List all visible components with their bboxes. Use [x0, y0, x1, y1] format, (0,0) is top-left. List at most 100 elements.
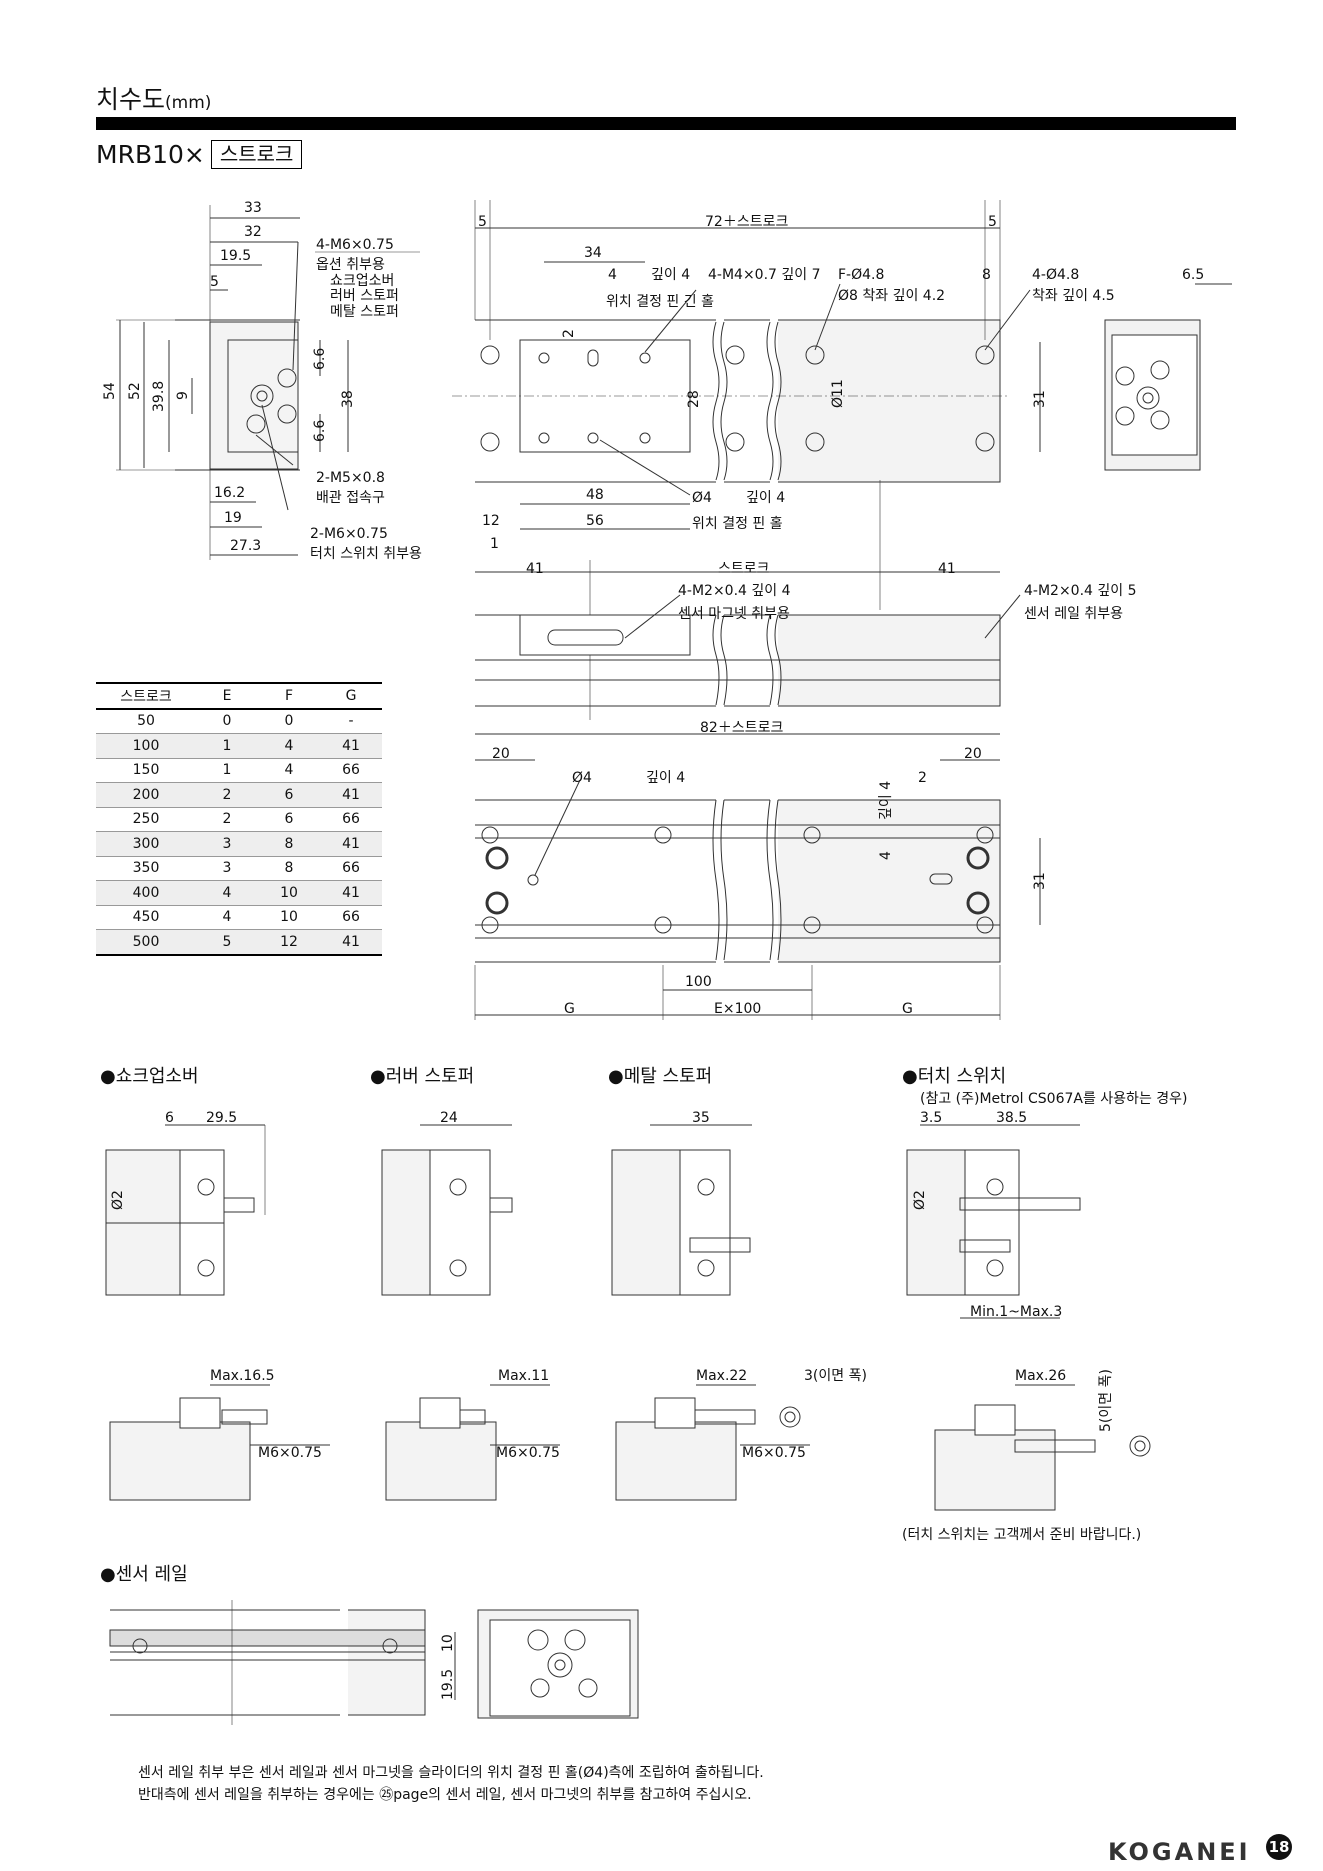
table-cell: 8: [258, 831, 320, 857]
svg-text:스트로크: 스트로크: [718, 561, 770, 577]
option-details: [105, 1124, 1081, 1319]
table-cell: 66: [320, 856, 382, 881]
svg-text:16.2: 16.2: [214, 485, 245, 501]
table-cell: 10: [258, 880, 320, 906]
svg-text:39.8: 39.8: [151, 381, 167, 412]
svg-text:29.5: 29.5: [206, 1110, 237, 1126]
svg-text:3.5: 3.5: [920, 1110, 942, 1126]
table-cell: 450: [96, 905, 196, 930]
svg-text:72＋스트로크: 72＋스트로크: [705, 214, 788, 230]
table-cell: 3: [196, 856, 258, 881]
svg-text:34: 34: [584, 245, 602, 261]
svg-text:M6×0.75: M6×0.75: [496, 1445, 560, 1461]
table-cell: 41: [320, 733, 382, 759]
svg-text:러버 스토퍼: 러버 스토퍼: [330, 288, 399, 304]
svg-text:깊이 4: 깊이 4: [651, 267, 690, 283]
svg-text:Max.26: Max.26: [1015, 1368, 1066, 1384]
svg-text:41: 41: [526, 561, 544, 577]
svg-text:27.3: 27.3: [230, 538, 261, 554]
svg-text:4-M4×0.7 깊이 7: 4-M4×0.7 깊이 7: [708, 267, 821, 283]
svg-text:1: 1: [490, 536, 499, 552]
svg-text:센서 마그넷 취부용: 센서 마그넷 취부용: [678, 606, 790, 622]
svg-text:Ø4: Ø4: [692, 490, 712, 506]
svg-text:깊이 4: 깊이 4: [878, 781, 894, 820]
option-title-metal: ●메탈 스토퍼: [608, 1066, 713, 1087]
svg-text:8: 8: [982, 267, 991, 283]
option-side-details: [109, 1384, 1151, 1511]
svg-text:위치 결정 핀 홀: 위치 결정 핀 홀: [692, 516, 783, 532]
table-cell: 500: [96, 929, 196, 956]
svg-text:Ø2: Ø2: [110, 1190, 126, 1210]
svg-text:M6×0.75: M6×0.75: [742, 1445, 806, 1461]
table-cell: 400: [96, 880, 196, 906]
svg-text:Ø2: Ø2: [912, 1190, 928, 1210]
table-cell: 4: [196, 880, 258, 906]
svg-text:G: G: [902, 1001, 913, 1017]
svg-text:54: 54: [102, 382, 118, 400]
svg-text:48: 48: [586, 487, 604, 503]
option-subtitle-touch: (참고 (주)Metrol CS067A를 사용하는 경우): [920, 1091, 1188, 1107]
svg-text:쇼크업소버: 쇼크업소버: [330, 273, 394, 289]
table-cell: 10: [258, 905, 320, 930]
svg-text:F-Ø4.8: F-Ø4.8: [838, 267, 884, 283]
svg-text:E×100: E×100: [714, 1001, 761, 1017]
side-view: [475, 594, 1021, 735]
svg-text:Ø4: Ø4: [572, 770, 592, 786]
bottom-view: [474, 759, 1041, 1020]
table-cell: 250: [96, 807, 196, 832]
svg-text:12: 12: [482, 513, 500, 529]
table-cell: 6: [258, 782, 320, 808]
svg-text:터치 스위치 취부용: 터치 스위치 취부용: [310, 546, 422, 562]
table-cell: 41: [320, 782, 382, 808]
svg-text:2: 2: [561, 329, 577, 338]
table-cell: 4: [258, 733, 320, 759]
svg-text:19: 19: [224, 510, 242, 526]
svg-text:4-M2×0.4 깊이 4: 4-M2×0.4 깊이 4: [678, 583, 791, 599]
touch-switch-note: (터치 스위치는 고객께서 준비 바랍니다.): [902, 1527, 1142, 1543]
table-cell: 12: [258, 929, 320, 956]
svg-text:20: 20: [492, 746, 510, 762]
table-cell: 1: [196, 733, 258, 759]
note-line: 반대측에 센서 레일을 취부하는 경우에는 ㉕page의 센서 레일, 센서 마…: [138, 1787, 752, 1803]
model-stroke-box: 스트로크: [210, 140, 303, 169]
svg-text:3(이면 폭): 3(이면 폭): [804, 1368, 867, 1384]
table-cell: 41: [320, 880, 382, 906]
svg-text:깊이 4: 깊이 4: [746, 490, 785, 506]
svg-text:착좌 깊이 4.5: 착좌 깊이 4.5: [1032, 288, 1115, 304]
table-cell: 66: [320, 905, 382, 930]
svg-text:옵션 취부용: 옵션 취부용: [316, 257, 385, 273]
svg-text:깊이 4: 깊이 4: [646, 770, 685, 786]
svg-text:5: 5: [478, 214, 487, 230]
table-cell: 1: [196, 758, 258, 783]
table-cell: 100: [96, 733, 196, 759]
table-cell: 3: [196, 831, 258, 857]
option-title-shock: ●쇼크업소버: [100, 1066, 199, 1087]
table-cell: 200: [96, 782, 196, 808]
table-cell: 66: [320, 807, 382, 832]
svg-text:6.6: 6.6: [312, 420, 328, 442]
svg-text:4: 4: [878, 851, 894, 860]
svg-text:2-M5×0.8: 2-M5×0.8: [316, 470, 385, 486]
svg-text:4-M2×0.4 깊이 5: 4-M2×0.4 깊이 5: [1024, 583, 1137, 599]
table-cell: 4: [196, 905, 258, 930]
table-header: E: [196, 682, 258, 710]
table-header: F: [258, 682, 320, 710]
top-view: [452, 200, 1232, 720]
svg-text:4-Ø4.8: 4-Ø4.8: [1032, 267, 1079, 283]
svg-text:19.5: 19.5: [440, 1669, 456, 1700]
svg-text:32: 32: [244, 224, 262, 240]
svg-text:28: 28: [686, 390, 702, 408]
svg-text:Ø8 착좌 깊이 4.2: Ø8 착좌 깊이 4.2: [838, 288, 945, 304]
svg-text:M6×0.75: M6×0.75: [258, 1445, 322, 1461]
note-line: 센서 레일 취부 부은 센서 레일과 센서 마그넷을 슬라이더의 위치 결정 핀…: [138, 1765, 764, 1781]
brand-logo: KOGANEI: [1108, 1838, 1251, 1866]
table-cell: 6: [258, 807, 320, 832]
svg-text:41: 41: [938, 561, 956, 577]
svg-text:Ø11: Ø11: [830, 379, 846, 408]
table-cell: 0: [258, 708, 320, 734]
